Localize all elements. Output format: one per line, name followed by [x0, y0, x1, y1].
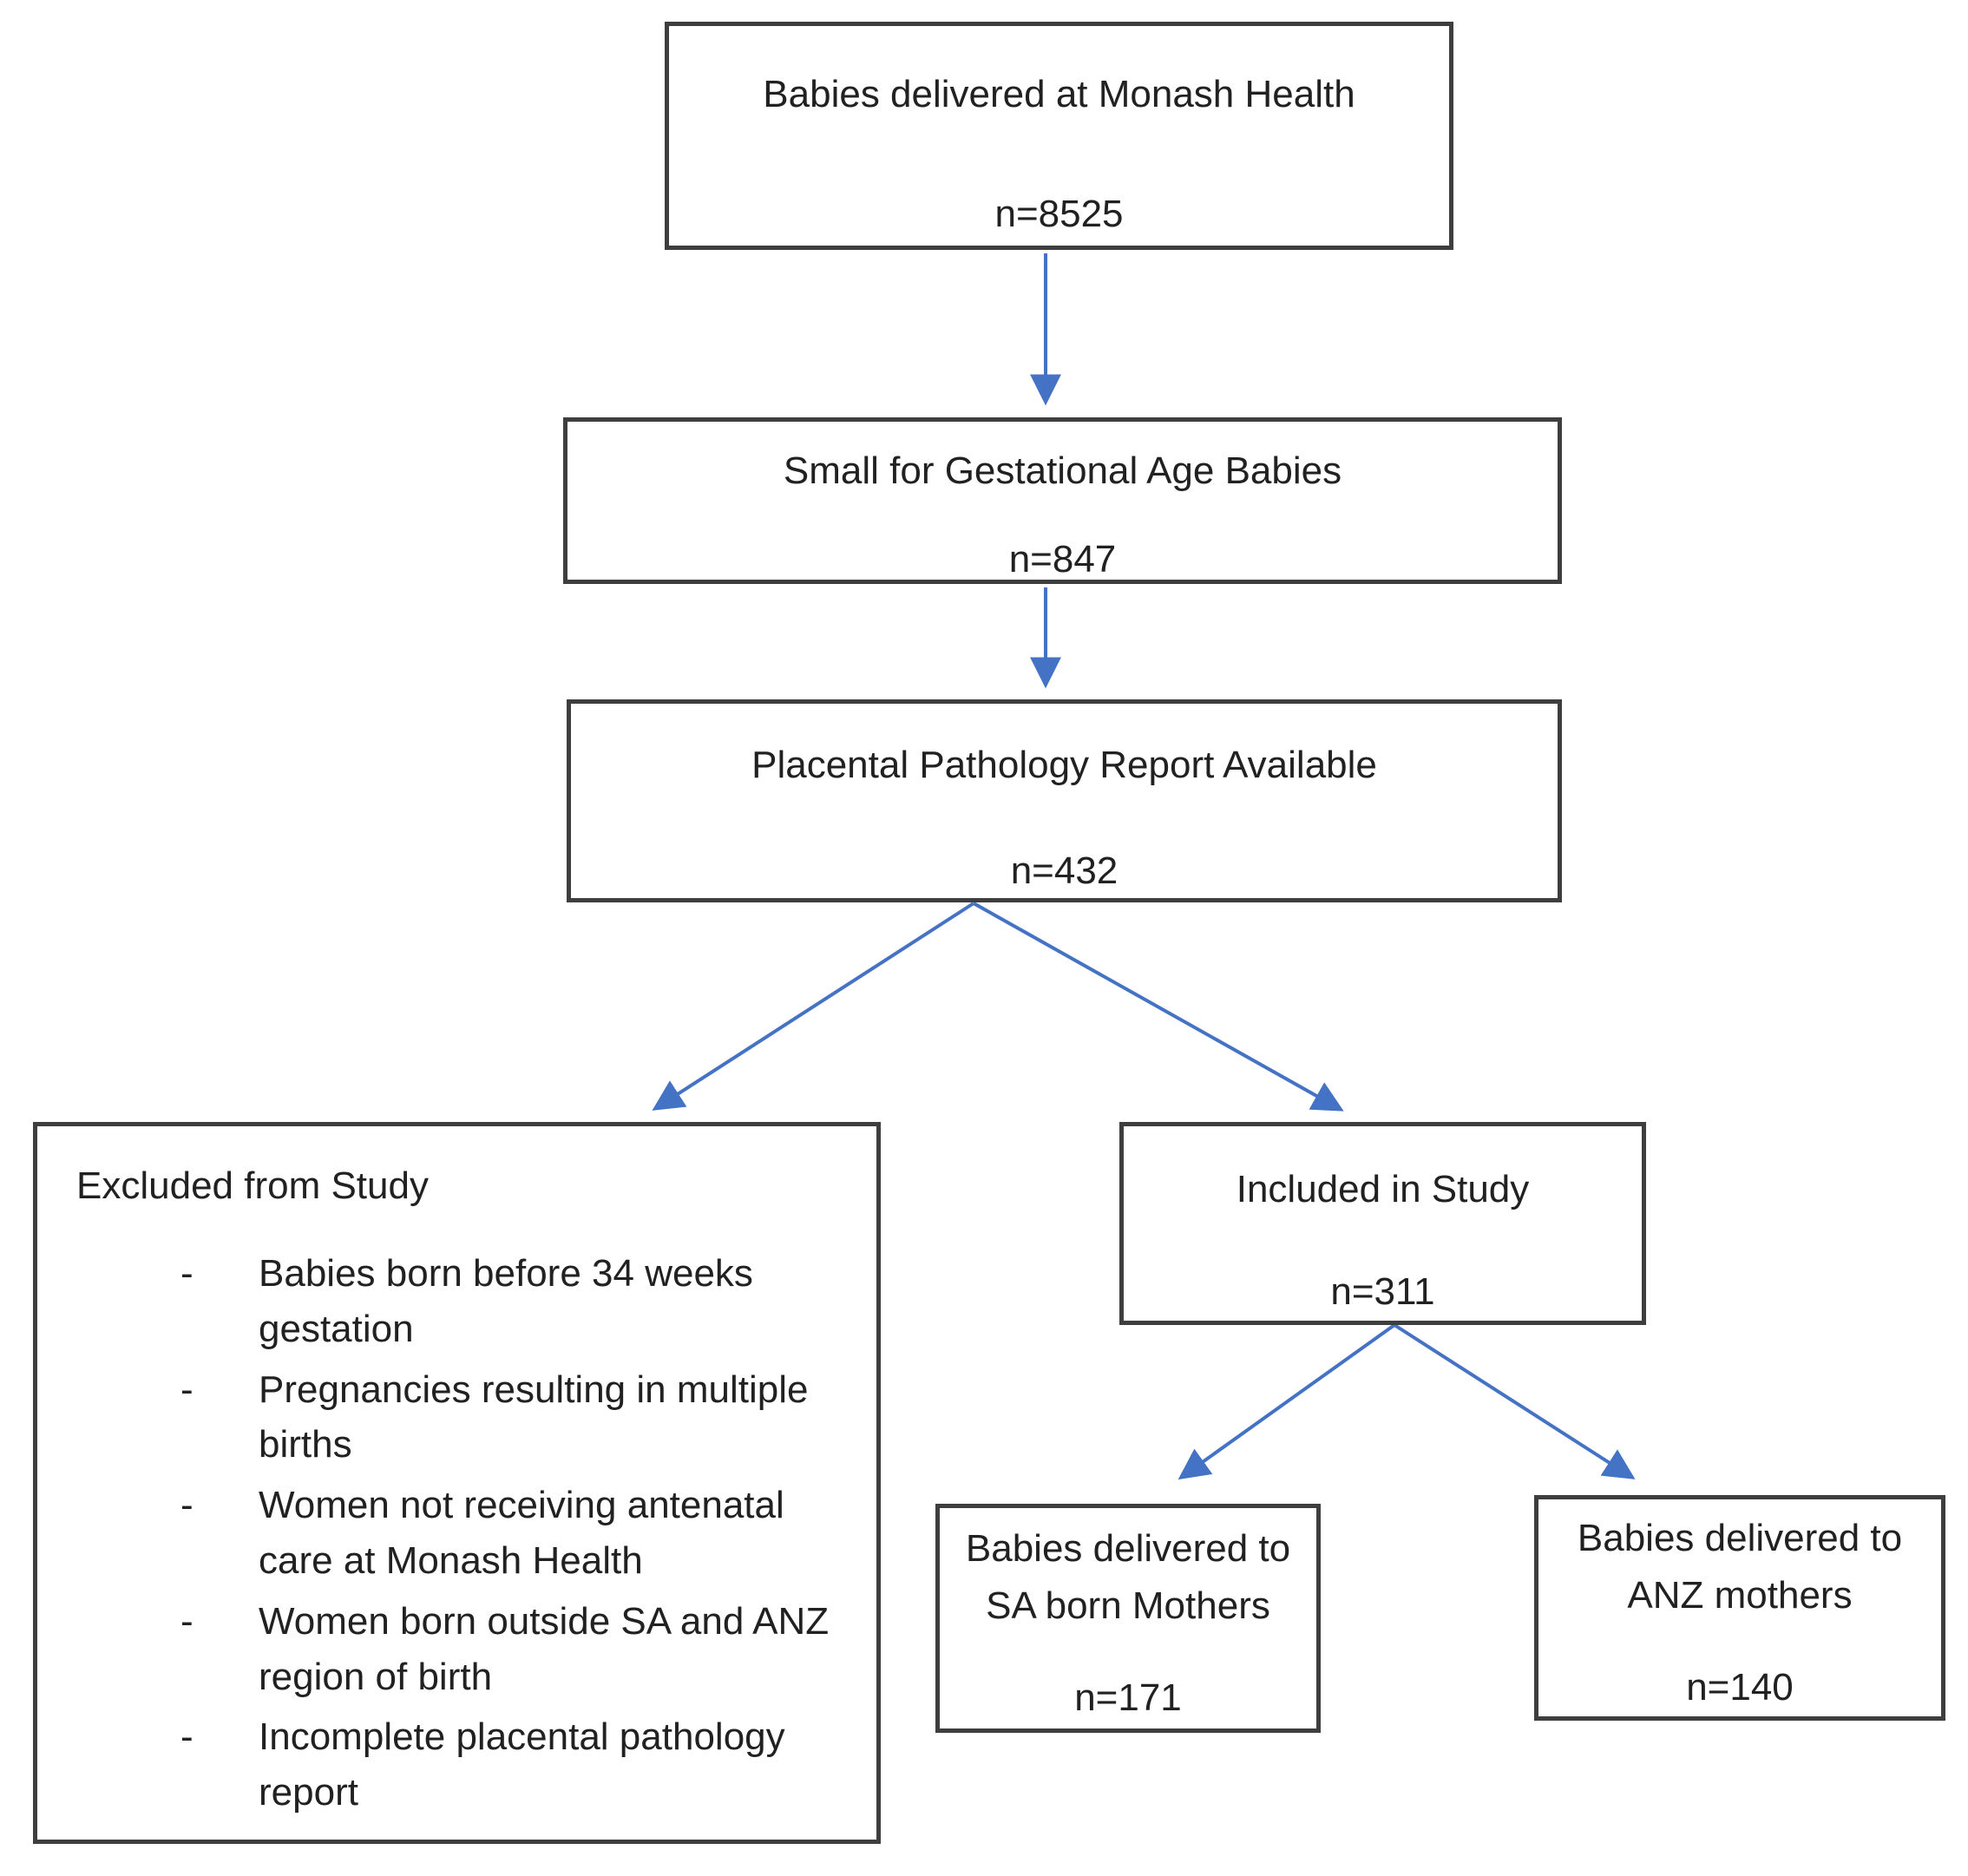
- box-title: Babies delivered to SA born Mothers: [965, 1527, 1291, 1627]
- box-babies-delivered-monash: Babies delivered at Monash Health n=8525: [665, 22, 1453, 250]
- excluded-criteria-item: - Pregnancies resulting in multiple birt…: [180, 1362, 859, 1473]
- box-sa-born-mothers: Babies delivered to SA born Mothers n=17…: [935, 1504, 1321, 1733]
- box-count: n=847: [1008, 538, 1117, 581]
- excluded-criteria-text: Babies born before 34 weeks gestation: [259, 1252, 753, 1350]
- excluded-criteria-text: Pregnancies resulting in multiple births: [259, 1368, 809, 1466]
- box-included-in-study: Included in Study n=311: [1119, 1122, 1646, 1325]
- excluded-criteria-text: Women born outside SA and ANZ region of …: [259, 1599, 830, 1698]
- arrow-pathology-to-included: [973, 902, 1344, 1112]
- box-title: Excluded from Study: [76, 1164, 429, 1207]
- bullet-dash: -: [180, 1252, 194, 1295]
- excluded-criteria-text: Women not receiving antenatal care at Mo…: [259, 1484, 784, 1582]
- excluded-criteria-item: - Incomplete placental pathology report: [180, 1709, 859, 1820]
- arrow-included-to-sa: [1178, 1323, 1396, 1480]
- box-title: Small for Gestational Age Babies: [783, 449, 1342, 492]
- box-title: Included in Study: [1236, 1168, 1530, 1210]
- box-count: n=432: [1010, 849, 1118, 892]
- box-count: n=8525: [994, 193, 1124, 235]
- box-title: Babies delivered to ANZ mothers: [1577, 1517, 1903, 1617]
- excluded-criteria-item: - Women not receiving antenatal care at …: [180, 1478, 859, 1589]
- box-anz-mothers: Babies delivered to ANZ mothers n=140: [1534, 1495, 1945, 1721]
- arrow-included-to-anz: [1393, 1323, 1636, 1479]
- excluded-criteria-item: - Women born outside SA and ANZ region o…: [180, 1594, 859, 1705]
- arrow-pathology-to-excluded: [652, 902, 975, 1111]
- box-title: Babies delivered at Monash Health: [763, 73, 1355, 115]
- box-count: n=140: [1686, 1666, 1794, 1709]
- box-sga-babies: Small for Gestational Age Babies n=847: [563, 417, 1562, 584]
- bullet-dash: -: [180, 1599, 194, 1643]
- excluded-criteria-item: - Babies born before 34 weeks gestation: [180, 1246, 859, 1357]
- box-pathology-report: Placental Pathology Report Available n=4…: [567, 699, 1562, 902]
- box-title: Placental Pathology Report Available: [751, 744, 1377, 786]
- box-excluded-from-study: Excluded from Study - Babies born before…: [33, 1122, 881, 1844]
- bullet-dash: -: [180, 1368, 194, 1411]
- excluded-criteria-text: Incomplete placental pathology report: [259, 1715, 785, 1814]
- excluded-criteria-list: - Babies born before 34 weeks gestation …: [76, 1246, 859, 1826]
- box-count: n=311: [1330, 1270, 1435, 1313]
- bullet-dash: -: [180, 1484, 194, 1527]
- bullet-dash: -: [180, 1715, 194, 1759]
- box-count: n=171: [1074, 1676, 1182, 1719]
